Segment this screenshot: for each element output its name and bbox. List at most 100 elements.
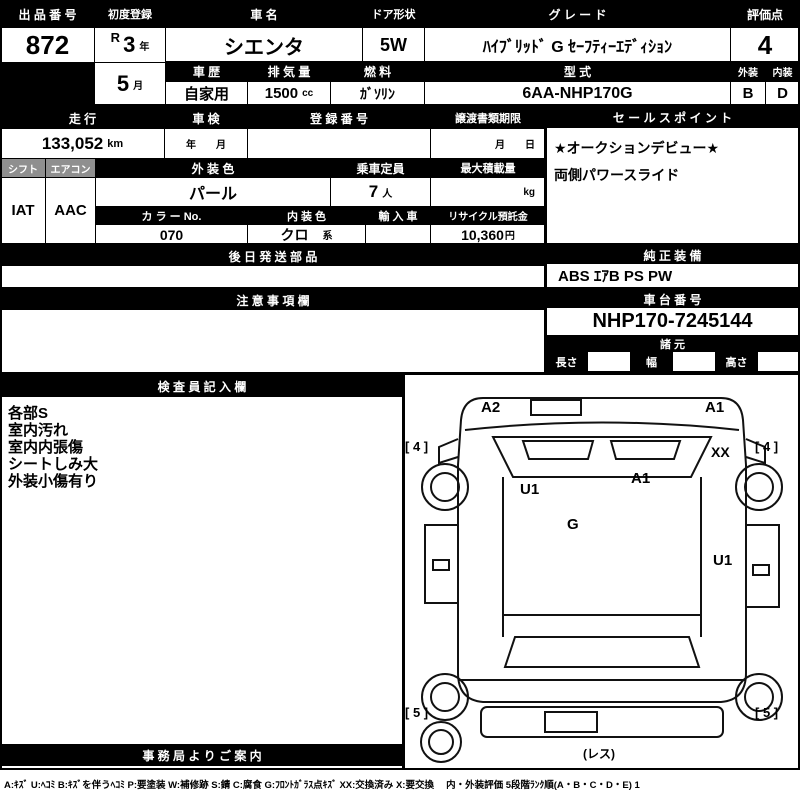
chassis-number-value: NHP170-7245144 — [545, 307, 800, 336]
sales-point-line: 両側パワースライド — [554, 167, 680, 183]
caution-notes-area — [0, 309, 546, 373]
spec-width-label: 幅 — [630, 351, 673, 372]
sales-points-content: ★オークションデビュー★ 両側パワースライド — [545, 127, 800, 244]
registration-number-label: 登 録 番 号 — [247, 107, 431, 129]
diagram-annotation: A1 — [631, 470, 651, 487]
recycle-deposit-value: 10,360 円 — [430, 224, 546, 245]
later-parts-label: 後 日 発 送 部 品 — [0, 246, 546, 266]
spec-length-value — [587, 351, 631, 372]
left-door-handle — [432, 559, 450, 571]
spec-width-value — [672, 351, 716, 372]
door-shape-label: ドア形状 — [362, 0, 425, 28]
payload-label: 最大積載量 — [430, 158, 546, 178]
legend-text: A:ｷｽﾞ U:ﾍｺﾐ B:ｷｽﾞを伴うﾍｺﾐ P:要塗装 W:補修跡 S:錆 … — [4, 780, 640, 791]
payload-value: kg — [430, 177, 546, 207]
diagram-annotation: A2 — [481, 399, 501, 416]
section-divider — [0, 243, 800, 246]
interior-color-name: クロ — [280, 226, 309, 243]
reg-month-unit: 月 — [133, 80, 144, 92]
rear-left-wheel — [421, 673, 469, 721]
capacity-value: 7 人 — [330, 177, 431, 207]
interior-color-value: クロ 系 — [247, 224, 366, 245]
diagram-annotation: XX — [711, 444, 730, 460]
rear-license-plate — [544, 711, 598, 733]
exterior-color-label: 外 装 色 — [95, 158, 331, 178]
displacement-unit: cc — [302, 88, 314, 99]
interior-color-suffix: 系 — [322, 231, 333, 242]
later-parts-value — [0, 265, 546, 288]
diagram-annotation: (レス) — [583, 747, 615, 761]
caution-notes-label: 注 意 事 項 欄 — [0, 290, 546, 310]
mileage-label: 走 行 — [0, 107, 165, 129]
shift-value: IAT — [0, 177, 46, 244]
transfer-deadline-value: 月 日 — [430, 128, 546, 159]
spec-length-label: 長さ — [545, 351, 588, 372]
windshield-right-pane — [609, 440, 682, 460]
front-right-wheel — [735, 463, 783, 511]
rear-right-wheel — [735, 673, 783, 721]
office-info-label: 事 務 局 よ り ご 案 内 — [0, 744, 404, 766]
score-label: 評価点 — [730, 0, 800, 28]
windshield — [491, 436, 713, 478]
lot-filler-cell — [0, 62, 95, 106]
diagram-annotation: [ 4 ] — [755, 439, 779, 454]
model-code-label: 型 式 — [424, 61, 731, 82]
right-door-handle — [752, 564, 770, 576]
recycle-deposit-label: リサイクル預託金 — [430, 206, 546, 225]
rear-window — [503, 636, 701, 668]
rear-bumper — [480, 706, 724, 738]
displacement-number: 1500 — [264, 85, 299, 102]
inspector-note-line: 室内汚れ — [8, 422, 69, 439]
diagram-annotation: A1 — [705, 399, 725, 416]
inspector-note-line: 各部S — [8, 405, 49, 422]
exterior-grade-value: B — [730, 81, 766, 106]
displacement-value: 1500 cc — [247, 81, 331, 106]
capacity-unit: 人 — [382, 188, 393, 200]
inspection-label: 車 検 — [164, 107, 248, 129]
section-divider — [0, 372, 800, 375]
sales-points-label: セ ー ル ス ポ イ ン ト — [545, 107, 800, 128]
left-mirror — [438, 438, 459, 465]
reg-year-unit: 年 — [139, 41, 150, 53]
right-mirror — [745, 438, 766, 465]
spare-tire — [420, 721, 462, 763]
windshield-left-pane — [521, 440, 595, 460]
equipment-label: 純 正 装 備 — [545, 246, 800, 264]
mileage-unit: km — [107, 137, 124, 150]
right-door-panel — [745, 524, 780, 608]
aircon-value: AAC — [45, 177, 96, 244]
spec-label: 諸 元 — [545, 335, 800, 352]
car-name-value: シエンタ — [165, 27, 363, 63]
grade-value: ﾊｲﾌﾞﾘｯﾄﾞ G ｾｰﾌﾃｨｰｴﾃﾞｨｼｮﾝ — [424, 27, 731, 63]
era-code: R — [110, 30, 121, 45]
spec-height-label: 高さ — [715, 351, 758, 372]
column-divider — [544, 105, 547, 375]
inspector-note-line: シートしみ大 — [8, 456, 99, 473]
mileage-value: 133,052 km — [0, 128, 165, 159]
capacity-label: 乗車定員 — [330, 158, 431, 178]
diagram-annotation: [ 5 ] — [755, 705, 779, 720]
color-number-label: カ ラ ー No. — [95, 206, 248, 225]
door-shape-value: 5W — [362, 27, 425, 63]
fuel-value: ｶﾞｿﾘﾝ — [330, 81, 425, 106]
import-car-value — [365, 224, 431, 245]
front-license-plate — [530, 399, 582, 416]
sales-point-line: ★オークションデビュー★ — [554, 140, 720, 156]
first-registration-year: R 3 年 — [94, 27, 166, 63]
reg-year-value: 3 — [123, 32, 136, 57]
diagram-annotation: U1 — [713, 552, 733, 569]
reg-month-value: 5 — [116, 71, 130, 96]
history-value: 自家用 — [165, 81, 248, 106]
diagram-annotation: [ 5 ] — [405, 705, 429, 720]
section-divider — [0, 287, 800, 290]
model-code-value: 6AA-NHP170G — [424, 81, 731, 106]
section-divider — [0, 104, 800, 107]
hood-line — [464, 421, 740, 431]
capacity-number: 7 — [368, 182, 379, 201]
exterior-grade-label: 外装 — [730, 61, 766, 82]
lot-number-value: 872 — [0, 27, 95, 63]
car-name-label: 車 名 — [165, 0, 363, 28]
transfer-deadline-label: 譲渡書類期限 — [430, 107, 546, 129]
inspector-note-line: 外装小傷有り — [8, 473, 99, 490]
displacement-label: 排 気 量 — [247, 61, 331, 82]
